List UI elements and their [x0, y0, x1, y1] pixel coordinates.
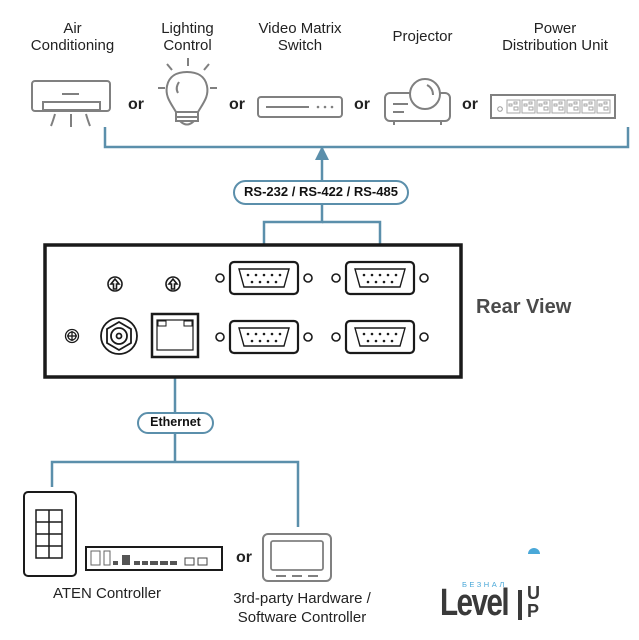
device-label-projector: Projector: [375, 28, 470, 45]
port-screw-icon: [303, 273, 313, 283]
device-label-power-distribution-unit: Power Distribution Unit: [485, 20, 625, 54]
port-screw-icon: [215, 273, 225, 283]
power-jack-icon: [100, 317, 138, 355]
port-screw-icon: [419, 332, 429, 342]
label-line: Projector: [392, 28, 453, 45]
function-button-icon: [165, 276, 181, 292]
projector-icon: [384, 78, 451, 125]
or-separator: or: [128, 96, 144, 113]
label-line: Lighting: [161, 20, 214, 37]
video-matrix-switch-icon: [257, 96, 343, 118]
serial-protocol-badge: RS-232 / RS-422 / RS-485: [233, 180, 409, 205]
power-distribution-unit-icon: [490, 94, 616, 119]
pdu-outlet-icon: [596, 99, 611, 114]
ethernet-branch-line: [50, 460, 300, 527]
db9-serial-port-icon: [215, 319, 313, 355]
ground-screw-icon: [64, 328, 80, 344]
device-label-air-conditioning: Air Conditioning: [20, 20, 125, 54]
third-party-controller-icon: [262, 533, 332, 582]
logo-main-text: Level: [440, 582, 510, 624]
port-screw-icon: [419, 273, 429, 283]
logo-suffix-bottom: P: [527, 601, 540, 621]
label-line: Control: [163, 37, 212, 54]
or-separator: or: [236, 549, 252, 566]
pdu-outlet-icon: [551, 99, 566, 114]
up-arrow-icon: [315, 146, 329, 160]
db9-serial-port-icon: [215, 260, 313, 296]
or-separator: or: [229, 96, 245, 113]
pdu-outlets: [506, 99, 611, 114]
aten-controller-label: ATEN Controller: [52, 585, 162, 602]
db9-serial-port-icon: [331, 319, 429, 355]
device-label-lighting-control: Lighting Control: [140, 20, 235, 54]
pdu-outlet-icon: [506, 99, 521, 114]
port-screw-icon: [303, 332, 313, 342]
reset-button-icon: [107, 276, 123, 292]
pdu-outlet-icon: [581, 99, 596, 114]
logo-arc-icon: [528, 548, 540, 554]
or-separator: or: [462, 96, 478, 113]
port-screw-icon: [331, 332, 341, 342]
port-screw-icon: [215, 332, 225, 342]
switch-indicator-dots: [316, 105, 334, 109]
light-bulb-icon: [158, 58, 217, 126]
logo-suffix-top: U: [527, 583, 540, 603]
air-conditioner-icon: [31, 80, 111, 127]
levelup-logo: БЕЗНАЛ Level U P: [440, 580, 550, 630]
or-separator: or: [354, 96, 370, 113]
label-line: 3rd-party Hardware /: [233, 590, 371, 607]
logo-small-text: БЕЗНАЛ: [462, 580, 507, 589]
rear-panel: [43, 243, 463, 379]
logo-bar: [518, 590, 522, 620]
ethernet-port-icon: [150, 312, 200, 359]
aten-control-box-icon: [85, 546, 223, 571]
label-line: Conditioning: [30, 37, 115, 54]
third-party-controller-label: 3rd-party Hardware / Software Controller: [222, 589, 382, 627]
rear-view-label: Rear View: [476, 296, 572, 318]
serial-branch-right: [322, 220, 382, 248]
db9-serial-port-icon: [331, 260, 429, 296]
pdu-outlet-icon: [536, 99, 551, 114]
label-line: Power: [533, 20, 577, 37]
device-label-video-matrix-switch: Video Matrix Switch: [245, 20, 355, 54]
port-screw-icon: [331, 273, 341, 283]
label-line: Video Matrix: [258, 20, 342, 37]
label-line: Air: [63, 20, 82, 37]
ethernet-badge: Ethernet: [137, 412, 214, 434]
serial-ports: [215, 260, 429, 355]
aten-keypad-icon: [23, 491, 77, 577]
pdu-outlet-icon: [521, 99, 536, 114]
serial-branch-left: [262, 205, 324, 248]
label-line: Distribution Unit: [502, 37, 608, 54]
label-line: Software Controller: [237, 609, 367, 626]
label-line: Switch: [277, 37, 323, 54]
pdu-outlet-icon: [566, 99, 581, 114]
top-bus-line: [103, 127, 630, 149]
